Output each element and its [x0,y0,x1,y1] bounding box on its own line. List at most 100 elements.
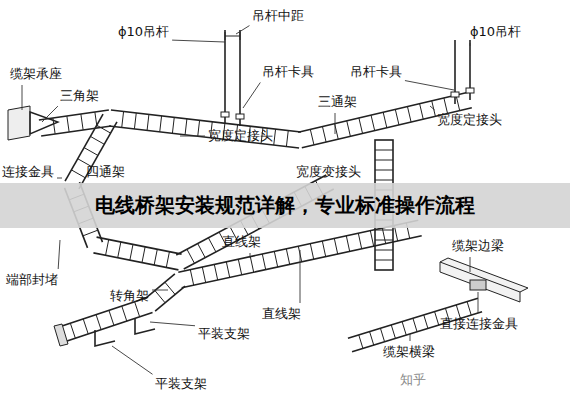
rod-clamp [451,92,459,97]
tray-rung [435,312,439,325]
part-label: 宽度变接头 [296,164,361,180]
flat-support [95,330,115,346]
watermark: 知乎 [400,372,426,388]
tray-rung [71,170,85,178]
part-label: 宽度定接头 [208,128,273,144]
hanger-rod [224,30,226,124]
leader-line [470,43,471,46]
tray-rung [420,104,424,120]
triangle-bracket [30,112,58,134]
tray-rung [190,270,193,286]
rod-clamp [221,112,229,117]
riser-rung [375,170,393,171]
leader-line [58,240,60,269]
riser-rung [375,160,393,161]
tray-rail [93,253,178,270]
leader-line [335,113,336,134]
tray-rung [467,302,471,315]
tray-rung [84,148,98,156]
title-band: 电线桥架安装规范详解，专业标准操作流程 [0,183,570,228]
leader-line [57,178,62,179]
tray-rung [380,328,384,341]
tray-rung [370,231,373,247]
tray-rung [238,259,241,275]
tray-rung [134,113,136,129]
leader-line [250,253,251,258]
tray-rung [83,319,88,334]
part-label: ϕ10吊杆 [118,24,169,40]
part-label: 直接连接金具 [440,316,518,332]
end-cap [54,324,68,346]
tray-rung [118,242,121,258]
part-label: 三通架 [318,94,357,110]
riser-rung [375,250,393,251]
tray-rung [155,291,165,303]
leader-line [150,322,195,326]
tray-rung [122,306,127,321]
tray-rung [130,244,133,260]
part-label: 转角架 [110,288,149,304]
tray-rung [310,129,314,145]
leader-line [42,106,58,122]
tray-rung [346,236,349,252]
tray-rung [214,264,217,280]
title: 电线桥架安装规范详解，专业标准操作流程 [95,192,475,219]
tray-rung [395,109,399,125]
tray-rung [81,114,83,130]
edge-beam [440,258,528,302]
tray-rung [154,249,157,265]
leader-line [180,136,205,137]
tray-rail [145,274,175,299]
tray-rung [334,238,337,254]
leader-line [22,85,23,110]
part-label: 平装支架 [155,376,207,392]
tray-rung [172,117,174,133]
part-label: 端部封堵 [6,272,58,288]
riser-rung [375,230,393,231]
tray-rung [274,251,277,267]
riser-rung [375,180,393,181]
tray-rung [202,267,205,283]
tray-rung [90,136,104,144]
cable-ladder [57,274,185,343]
tray-rung [424,315,428,328]
tray-rail [63,313,153,343]
part-label: 吊杆卡具 [262,64,314,80]
tray-rung [147,114,149,130]
leader-line [152,290,168,291]
leader-line [470,257,471,272]
leader-line [405,81,454,90]
part-label: 吊杆卡具 [350,64,402,80]
part-label: 三角架 [60,88,99,104]
tray-rung [198,120,200,136]
tray-rail [41,126,111,136]
tray-rung [160,116,162,132]
leader-line [243,82,260,108]
part-label: 宽度定接头 [437,112,502,128]
leader-line [430,106,435,110]
part-label: 连接金具 [2,164,54,180]
support-seat [8,106,30,140]
tray-rung [407,106,411,122]
rod-clamp [236,114,244,119]
tray-rung [83,230,98,236]
tray-rung [322,126,326,142]
part-label: 缆架边梁 [452,238,504,254]
rod-clamp [466,88,474,93]
tray-rung [187,249,195,263]
tray-rung [97,125,111,133]
leader-line [172,40,225,42]
tray-rung [122,112,124,128]
tray-rung [370,332,374,345]
tray-rung [165,282,175,294]
part-label: 四通架 [86,164,125,180]
direct-connector [470,280,486,290]
flat-support [135,318,155,334]
tray-rung [413,318,417,331]
tray-rung [322,241,325,257]
cable-ladder [39,92,472,148]
tray-rung [286,131,288,147]
tray-rung [359,118,363,134]
part-label: 缆架承座 [10,66,62,82]
tray-rung [198,244,206,258]
